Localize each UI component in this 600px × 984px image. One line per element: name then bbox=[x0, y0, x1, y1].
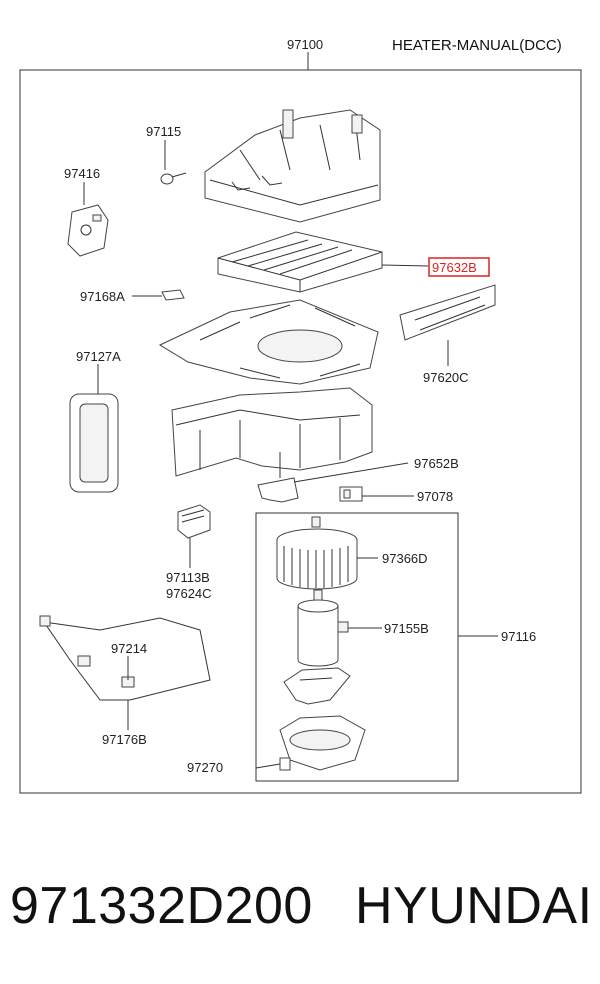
motor-bracket-part bbox=[283, 667, 351, 705]
screw-97115-part bbox=[160, 172, 187, 185]
connector-97078-part bbox=[339, 486, 363, 502]
blower-motor-97155B-part bbox=[297, 589, 349, 667]
diagram-title: HEATER-MANUAL(DCC) bbox=[392, 37, 562, 54]
callout-97127A: 97127A bbox=[76, 349, 121, 364]
callout-97652B: 97652B bbox=[414, 456, 459, 471]
callout-97116: 97116 bbox=[501, 629, 536, 644]
footer-brand: HYUNDAI bbox=[355, 877, 593, 935]
blower-housing-part bbox=[171, 387, 373, 477]
callout-97270: 97270 bbox=[187, 760, 223, 775]
blower-subassembly-frame bbox=[255, 512, 459, 782]
assembly-number-label: 97100 bbox=[287, 37, 323, 52]
callout-97155B: 97155B bbox=[384, 621, 429, 636]
assembly-frame bbox=[19, 69, 582, 794]
wiring-harness-97176B-part bbox=[39, 615, 211, 701]
bracket-97652B-part bbox=[257, 477, 299, 503]
callout-97632B[interactable]: 97632B bbox=[432, 260, 477, 275]
cover-97620C-part bbox=[399, 284, 496, 341]
cabin-filter-97632B-part bbox=[217, 231, 383, 293]
callout-97078: 97078 bbox=[417, 489, 453, 504]
callout-97624C: 97624C bbox=[166, 586, 212, 601]
callout-97416: 97416 bbox=[64, 166, 100, 181]
clip-97168A-part bbox=[161, 289, 185, 301]
screw-97270-part bbox=[279, 757, 291, 771]
callout-97113B: 97113B bbox=[166, 570, 210, 585]
callout-97176B: 97176B bbox=[102, 732, 147, 747]
callout-97115: 97115 bbox=[146, 124, 181, 139]
highlight-box-97632B bbox=[428, 257, 490, 277]
callout-97168A: 97168A bbox=[80, 289, 125, 304]
upper-case-part bbox=[204, 109, 381, 223]
blower-lower-cover-part bbox=[279, 715, 366, 771]
callout-97366D: 97366D bbox=[382, 551, 428, 566]
footer-part-number: 971332D200 bbox=[10, 877, 313, 935]
actuator-97416-part bbox=[67, 204, 109, 257]
gasket-97127A-part bbox=[69, 393, 119, 493]
middle-case-part bbox=[158, 299, 379, 385]
callout-97214: 97214 bbox=[111, 641, 147, 656]
callout-97620C: 97620C bbox=[423, 370, 469, 385]
resistor-97113B-part bbox=[177, 504, 211, 539]
blower-fan-97366D-part bbox=[276, 516, 358, 590]
